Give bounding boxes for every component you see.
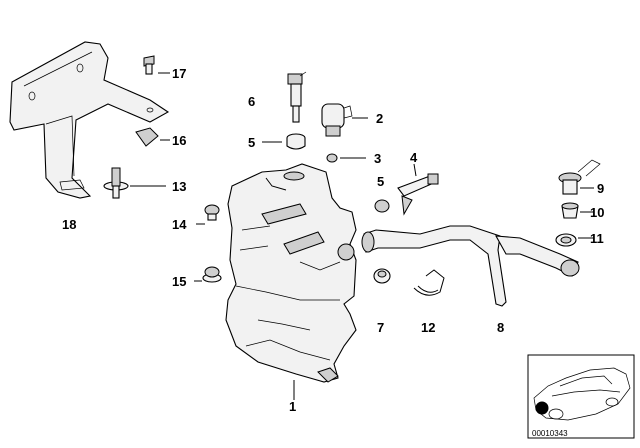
mount-part-15	[194, 266, 222, 283]
callout-17: 17	[172, 66, 186, 81]
sensor-part-6	[287, 71, 307, 123]
clip-part-17	[143, 55, 170, 75]
callout-2: 2	[376, 111, 383, 126]
callout-1: 1	[289, 399, 296, 414]
grommet-part-5-right	[374, 199, 390, 213]
clip-nut-part-16	[135, 127, 170, 147]
pump-part-2	[321, 103, 368, 137]
clip-part-14	[196, 204, 220, 225]
grommet-part-3	[326, 153, 366, 163]
bracket-part-18	[9, 41, 170, 199]
grommet-part-5-upper	[262, 133, 306, 150]
document-number: 00010343	[532, 429, 568, 438]
callout-18: 18	[62, 217, 76, 232]
callout-14: 14	[172, 217, 187, 232]
filler-neck-part-10	[561, 202, 594, 219]
car-silhouette-icon	[533, 367, 631, 421]
callout-11: 11	[590, 231, 604, 246]
callout-8: 8	[497, 320, 504, 335]
grommet-part-7	[373, 268, 391, 284]
callout-5-upper: 5	[248, 135, 255, 150]
callout-10: 10	[590, 205, 604, 220]
callout-16: 16	[172, 133, 186, 148]
filler-cap-part-9	[558, 159, 601, 195]
seal-part-11	[555, 233, 594, 247]
callout-13: 13	[172, 179, 186, 194]
valve-part-4	[397, 163, 439, 216]
callout-3: 3	[374, 151, 381, 166]
reservoir-part-1	[225, 163, 357, 400]
callout-15: 15	[172, 274, 186, 289]
callout-9: 9	[597, 181, 604, 196]
callout-4: 4	[410, 150, 418, 165]
callout-12: 12	[421, 320, 435, 335]
callout-7: 7	[377, 320, 384, 335]
clamp-part-12	[413, 269, 445, 296]
vehicle-locator-inset: 00010343	[527, 354, 635, 439]
callout-5-right: 5	[377, 174, 384, 189]
callout-6: 6	[248, 94, 255, 109]
hose-part-8	[361, 225, 580, 307]
stud-part-13	[103, 167, 166, 199]
